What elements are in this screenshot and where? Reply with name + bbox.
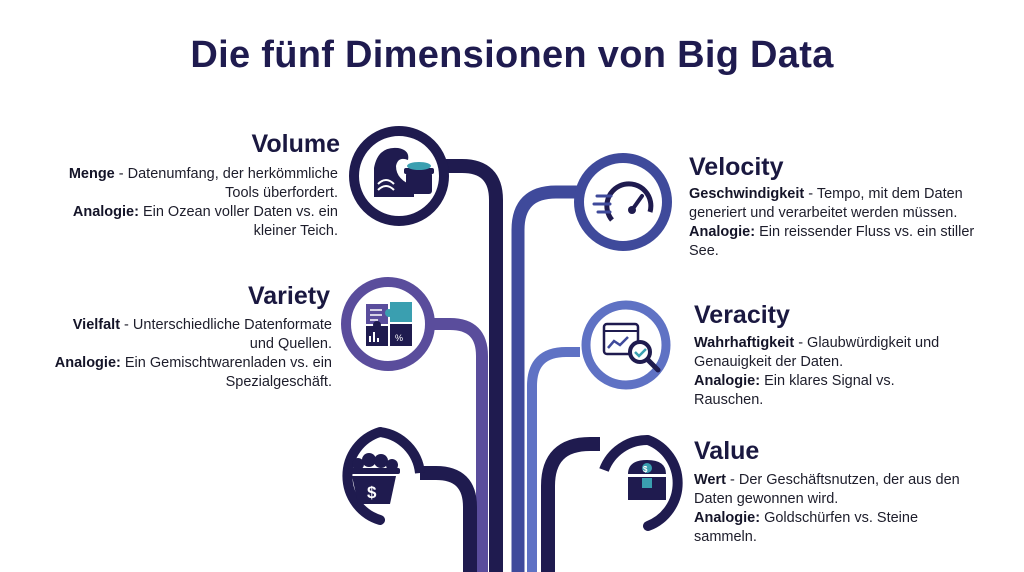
velocity-icon-group <box>574 153 672 251</box>
money-icon-group: $ <box>342 427 425 525</box>
veracity-analogy: Ein klares Signal vs. Rauschen. <box>694 373 895 408</box>
magnifier-check-icon <box>602 322 661 373</box>
velocity-connector <box>511 185 578 572</box>
variety-heading: Variety <box>247 282 330 310</box>
velocity-description: Geschwindigkeit - Tempo, mit dem Daten g… <box>689 185 979 261</box>
variety-definition: - Unterschiedliche Datenformate und Quel… <box>120 317 332 352</box>
svg-text:$: $ <box>367 483 377 502</box>
value-connector <box>541 437 600 572</box>
variety-connector <box>432 318 488 572</box>
value-description: Wert - Der Geschäftsnutzen, der aus den … <box>694 471 979 547</box>
variety-icon-group: % <box>341 277 435 371</box>
value-analogy: Goldschürfen vs. Steine sammeln. <box>694 510 919 545</box>
page-title: Die fünf Dimensionen von Big Data <box>190 34 834 76</box>
volume-description: Menge - Datenumfang, der herkömmliche To… <box>60 165 338 241</box>
money-basket-icon: $ <box>348 453 400 504</box>
velocity-definition: - Tempo, mit dem Daten generiert und ver… <box>689 186 963 221</box>
veracity-connector <box>527 347 580 572</box>
volume-heading: Volume <box>251 130 340 158</box>
svg-text:$: $ <box>643 465 648 474</box>
volume-definition: - Datenumfang, der herkömmliche Tools üb… <box>114 166 338 201</box>
svg-text:%: % <box>395 333 403 343</box>
treasure-chest-icon: $ <box>628 460 666 500</box>
variety-analogy: Ein Gemischtwarenladen vs. ein Spezialge… <box>120 355 332 390</box>
variety-analogy-label: Analogie: <box>54 355 121 371</box>
volume-connector <box>438 159 503 572</box>
value-definition: - Der Geschäftsnutzen, der aus den Daten… <box>694 472 960 507</box>
veracity-icon-group <box>581 300 671 390</box>
variety-description: Vielfalt - Unterschiedliche Datenformate… <box>52 316 332 392</box>
velocity-term: Geschwindigkeit <box>689 186 805 202</box>
veracity-term: Wahrhaftigkeit <box>694 335 795 351</box>
value-analogy-label: Analogie: <box>694 510 761 526</box>
veracity-heading: Veracity <box>694 301 790 329</box>
value-icon-group: $ <box>599 434 683 531</box>
puzzle-icon: % <box>366 302 412 346</box>
volume-analogy: Ein Ozean voller Daten vs. ein kleiner T… <box>138 204 338 239</box>
volume-icon-group <box>349 126 449 226</box>
veracity-definition: - Glaubwürdigkeit und Genauigkeit der Da… <box>694 335 940 370</box>
value-term: Wert <box>694 472 726 488</box>
value-heading: Value <box>694 437 760 465</box>
speedometer-icon <box>592 181 654 222</box>
veracity-analogy-label: Analogie: <box>694 373 761 389</box>
variety-term: Vielfalt <box>72 317 121 333</box>
money-connector <box>420 466 477 572</box>
volume-term: Menge <box>68 166 115 182</box>
velocity-analogy-label: Analogie: <box>689 224 756 240</box>
volume-analogy-label: Analogie: <box>72 204 139 220</box>
velocity-heading: Velocity <box>689 153 784 181</box>
veracity-description: Wahrhaftigkeit - Glaubwürdigkeit und Gen… <box>694 334 964 410</box>
velocity-analogy: Ein reissender Fluss vs. ein stiller See… <box>689 224 975 259</box>
wave-bucket-icon <box>374 147 434 197</box>
